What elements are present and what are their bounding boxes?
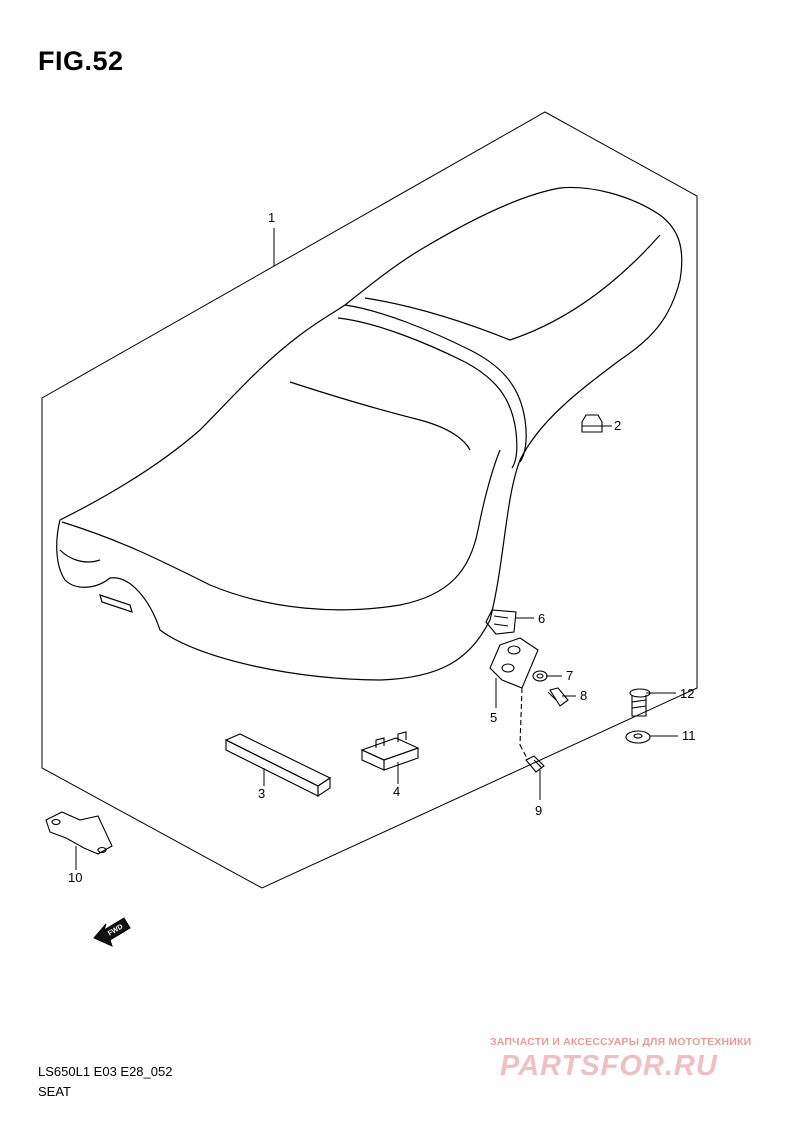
callout-8: 8 [580,688,588,703]
assembly-boundary [42,112,697,888]
model-code: LS650L1 E03 E28_052 [38,1064,173,1079]
callout-10: 10 [68,870,83,885]
part-4-bracket[interactable] [362,732,418,770]
leader-lines [76,228,678,870]
callout-7: 7 [566,668,574,683]
part-6-clip[interactable] [486,610,516,634]
callout-9: 9 [535,803,543,818]
part-11-washer[interactable] [626,731,650,743]
seat-part-1[interactable] [57,187,682,680]
section-name: SEAT [38,1084,71,1099]
callout-6: 6 [538,611,546,626]
callout-5: 5 [490,710,498,725]
watermark-logo: PARTSFOR.RU [500,1050,718,1082]
callout-2: 2 [614,418,622,433]
part-5-bracket[interactable] [490,638,538,760]
callout-3: 3 [258,786,266,801]
fwd-arrow-icon [94,918,130,946]
part-7-washer-hole [537,674,543,678]
part-7-washer[interactable] [533,671,547,681]
callout-11: 11 [682,728,696,743]
part-3-cushion-pad[interactable] [226,734,330,796]
callout-4: 4 [393,784,401,799]
watermark-tagline: ЗАПЧАСТИ И АКСЕССУАРЫ ДЛЯ МОТОТЕХНИКИ [490,1036,752,1048]
callout-1: 1 [268,210,276,225]
part-9-bolt[interactable] [526,756,544,772]
part-10-bracket[interactable] [46,812,112,854]
figure-title: FIG.52 [38,46,124,76]
callout-12: 12 [680,686,695,701]
part-8-bolt[interactable] [548,688,568,706]
part-2-nut[interactable] [582,415,602,432]
